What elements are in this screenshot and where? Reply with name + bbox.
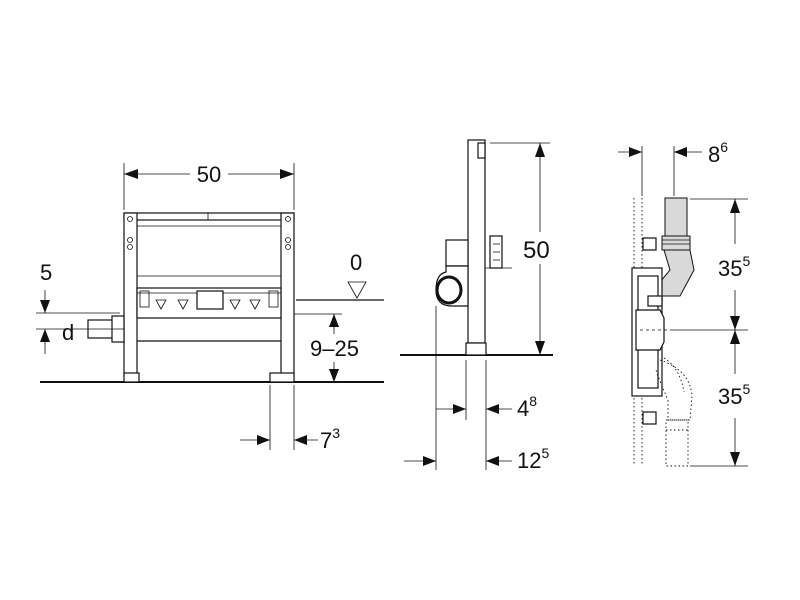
frame-left-foot (123, 372, 140, 383)
offset-label: 5 (40, 260, 52, 285)
arrow-left (486, 404, 499, 414)
floor-reference-mark (347, 281, 367, 299)
side-top-bracket (477, 142, 486, 159)
upper-pipe (664, 197, 688, 237)
coupling-tab (647, 295, 663, 307)
arrow-up (329, 314, 339, 327)
upper-marker (642, 237, 657, 251)
arrow-up (730, 330, 740, 344)
flush-plate-cutout (196, 290, 224, 310)
arrow-down (329, 369, 339, 382)
arrow-right (629, 147, 642, 157)
arrow-down (535, 341, 545, 355)
depth-small-label: 48 (517, 393, 537, 421)
arrow-left (486, 456, 499, 466)
level-mark (177, 299, 189, 310)
frame-hole (285, 237, 291, 243)
side-view: 50 48 125 (400, 139, 564, 473)
arrow-down (730, 452, 740, 466)
side-drain-outlet (435, 275, 463, 305)
lower-marker (642, 411, 657, 425)
adjust-offset-label: 86 (708, 139, 728, 167)
side-height-label-bg (520, 232, 564, 264)
frame-hole (285, 216, 291, 222)
arrow-up (535, 143, 545, 157)
plate-bracket (268, 290, 279, 308)
side-bracket (445, 239, 469, 267)
side-upright (467, 139, 486, 344)
arrow-right (257, 435, 270, 445)
arrow-down (40, 300, 50, 313)
side-foot (465, 342, 487, 356)
frame-hole (127, 237, 133, 243)
adjustment-view: 86 355 355 (618, 139, 750, 467)
side-height-label: 50 (523, 237, 550, 264)
arrow-up (730, 199, 740, 213)
arrow-right (453, 404, 466, 414)
arrow-right (280, 169, 294, 179)
frame-hole (285, 244, 291, 250)
adjust-coupling (635, 309, 665, 351)
arrow-right (423, 456, 436, 466)
height-range-label: 9–25 (310, 336, 359, 361)
pipe-label: d (62, 320, 74, 345)
lower-pipe-dotted (665, 419, 689, 467)
frame-right-foot (269, 372, 295, 383)
arrow-left (124, 169, 138, 179)
width-label-bg (190, 160, 228, 188)
floor-label: 0 (350, 250, 362, 275)
lower-elbow-dotted-inner (663, 357, 685, 393)
level-mark (249, 299, 261, 310)
range-label-bg (308, 334, 368, 362)
plate-bracket (139, 290, 150, 308)
upper-range-label: 355 (718, 253, 750, 281)
foot-width-label: 73 (320, 425, 340, 453)
frame-top-rail (123, 212, 295, 221)
front-view: 50 5 d 0 9–25 73 (36, 160, 384, 453)
upper-pipe-sleeve (661, 235, 691, 251)
width-label: 50 (197, 162, 221, 187)
frame-hole (127, 244, 133, 250)
depth-total-label: 125 (517, 445, 549, 473)
arrow-up (40, 329, 50, 342)
arrow-down (730, 316, 740, 330)
arrow-left (294, 435, 307, 445)
arrow-left (674, 147, 687, 157)
lower-range-label: 355 (718, 381, 750, 409)
frame-hole (127, 216, 133, 222)
level-mark (229, 299, 241, 310)
front-frame (74, 212, 295, 383)
level-mark (155, 299, 167, 310)
upper-elbow (659, 249, 695, 297)
